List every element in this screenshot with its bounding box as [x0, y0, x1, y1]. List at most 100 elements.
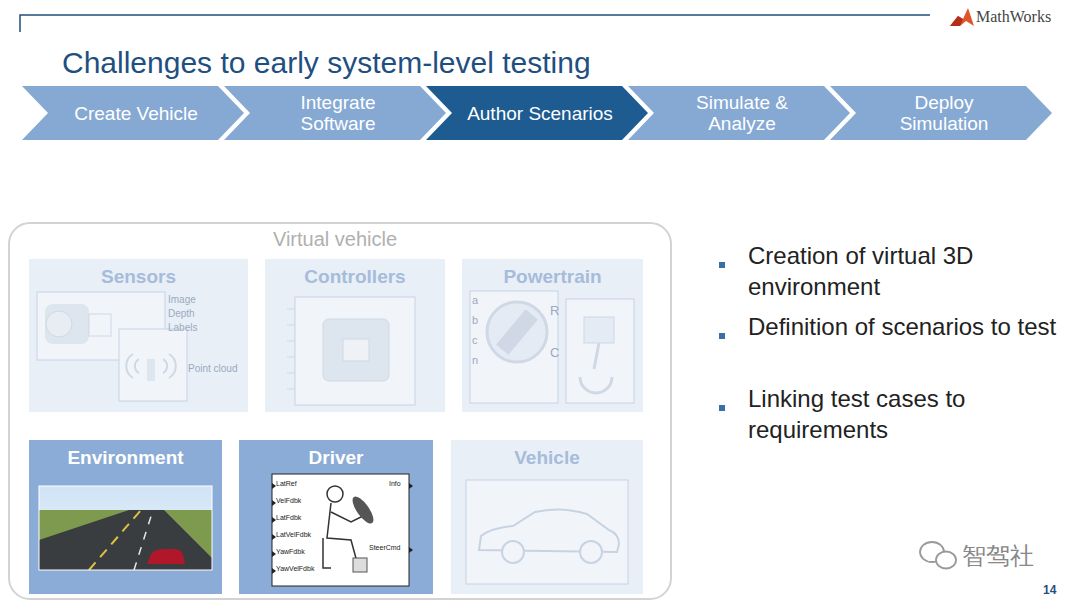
camera-grid	[89, 314, 111, 336]
step-label: Create Vehicle	[60, 103, 212, 124]
system-panel: Sensors Controllers PowertrainEnvironment D…	[8, 222, 672, 600]
output-port	[409, 547, 413, 553]
box-heading: Vehicle	[451, 447, 643, 469]
ecu-board	[323, 319, 389, 381]
port-stub	[287, 325, 295, 326]
port-stub	[287, 309, 295, 310]
process-chevron: Integrate Software	[224, 86, 446, 140]
motor-block	[470, 291, 558, 403]
port-name: Info	[389, 479, 401, 488]
camera-body	[45, 304, 89, 344]
road	[39, 510, 212, 570]
steering-wheel	[349, 493, 377, 526]
component-box: Environment	[29, 440, 222, 594]
port-name: YawVelFdbk	[276, 564, 314, 573]
image-frame	[39, 486, 212, 570]
component-box: Powertrain	[462, 259, 643, 412]
bullet-marker	[719, 405, 725, 411]
logo-text: MathWorks	[976, 7, 1051, 28]
port-stub	[287, 373, 295, 374]
port-name: LatRef	[276, 479, 297, 488]
port-name: VelFdbk	[276, 496, 301, 505]
pin-name: b	[472, 313, 478, 327]
pin-name: C	[550, 345, 559, 362]
input-port	[272, 483, 276, 489]
output-port	[409, 483, 413, 489]
step-label: Integrate Software	[262, 92, 414, 134]
input-port	[272, 551, 276, 557]
bullet-marker	[719, 333, 725, 339]
logo-icon	[950, 8, 974, 26]
box-heading: Powertrain	[462, 266, 643, 288]
chevron-fill	[224, 86, 446, 140]
lane-line	[89, 510, 141, 570]
pin-name: c	[472, 333, 478, 347]
box-heading: Driver	[239, 447, 433, 469]
box-heading: Environment	[29, 447, 222, 469]
crank	[580, 343, 612, 393]
signal-name: Image	[168, 293, 196, 306]
watermark: 智驾社	[962, 540, 1034, 571]
component-box: Vehicle	[451, 440, 643, 594]
bullet-text: Creation of virtual 3D environment	[748, 240, 1058, 302]
red-car	[147, 549, 185, 564]
header-rule	[20, 15, 930, 32]
ecu-chip	[343, 339, 369, 361]
process-chevron: Author Scenarios	[426, 86, 648, 140]
piston	[584, 317, 614, 343]
bullet-text: Linking test cases to requirements	[748, 383, 1058, 445]
slide-title: Challenges to early system-level testing	[62, 46, 591, 80]
wheel	[580, 541, 602, 563]
component-box: Sensors	[29, 259, 248, 412]
bullet-marker	[719, 262, 725, 268]
port-name: SteerCmd	[369, 543, 401, 552]
pedal	[353, 558, 367, 572]
box-heading: Sensors	[29, 266, 248, 288]
motor-rotor	[496, 309, 538, 355]
signal-name: Point cloud	[188, 362, 237, 375]
signal-name: Labels	[168, 321, 197, 334]
input-port	[272, 534, 276, 540]
lidar-block	[119, 329, 187, 401]
port-name: LatVelFdbk	[276, 530, 311, 539]
port-name: YawFdbk	[276, 547, 305, 556]
chevron-fill	[426, 86, 648, 140]
vehicle-block	[466, 480, 628, 584]
chevron-fill	[22, 86, 244, 140]
component-box: Controllers	[265, 259, 445, 412]
watermark-icon	[936, 552, 956, 569]
sky	[39, 486, 212, 570]
wheel	[502, 541, 524, 563]
motor-stator	[487, 302, 547, 362]
component-box: Driver	[239, 440, 433, 594]
port-stub	[287, 341, 295, 342]
chevron-fill	[830, 86, 1052, 140]
input-port	[272, 517, 276, 523]
lidar-body	[147, 359, 155, 381]
pin-name: a	[472, 293, 478, 307]
port-stub	[287, 389, 295, 390]
driver-head	[327, 486, 343, 502]
port-name: LatFdbk	[276, 513, 301, 522]
controller-block	[295, 297, 415, 405]
input-port	[272, 568, 276, 574]
step-label: Deploy Simulation	[868, 92, 1020, 134]
page-number: 14	[1043, 583, 1056, 599]
driver-block	[272, 474, 409, 586]
camera-lens	[46, 311, 72, 337]
process-chevron: Deploy Simulation	[830, 86, 1052, 140]
logo-icon	[950, 16, 963, 26]
engine-block	[566, 299, 634, 403]
box-heading: Controllers	[265, 266, 445, 288]
box-heading: Virtual vehicle	[0, 228, 670, 251]
signal-name: Depth	[168, 307, 195, 320]
port-stub	[287, 357, 295, 358]
pin-name: R	[550, 303, 559, 320]
step-label: Author Scenarios	[464, 103, 616, 124]
input-port	[272, 500, 276, 506]
process-chevron: Simulate & Analyze	[628, 86, 850, 140]
step-label: Simulate & Analyze	[666, 92, 818, 134]
grass	[39, 510, 212, 570]
process-chevron: Create Vehicle	[22, 86, 244, 140]
pin-name: n	[472, 353, 478, 367]
